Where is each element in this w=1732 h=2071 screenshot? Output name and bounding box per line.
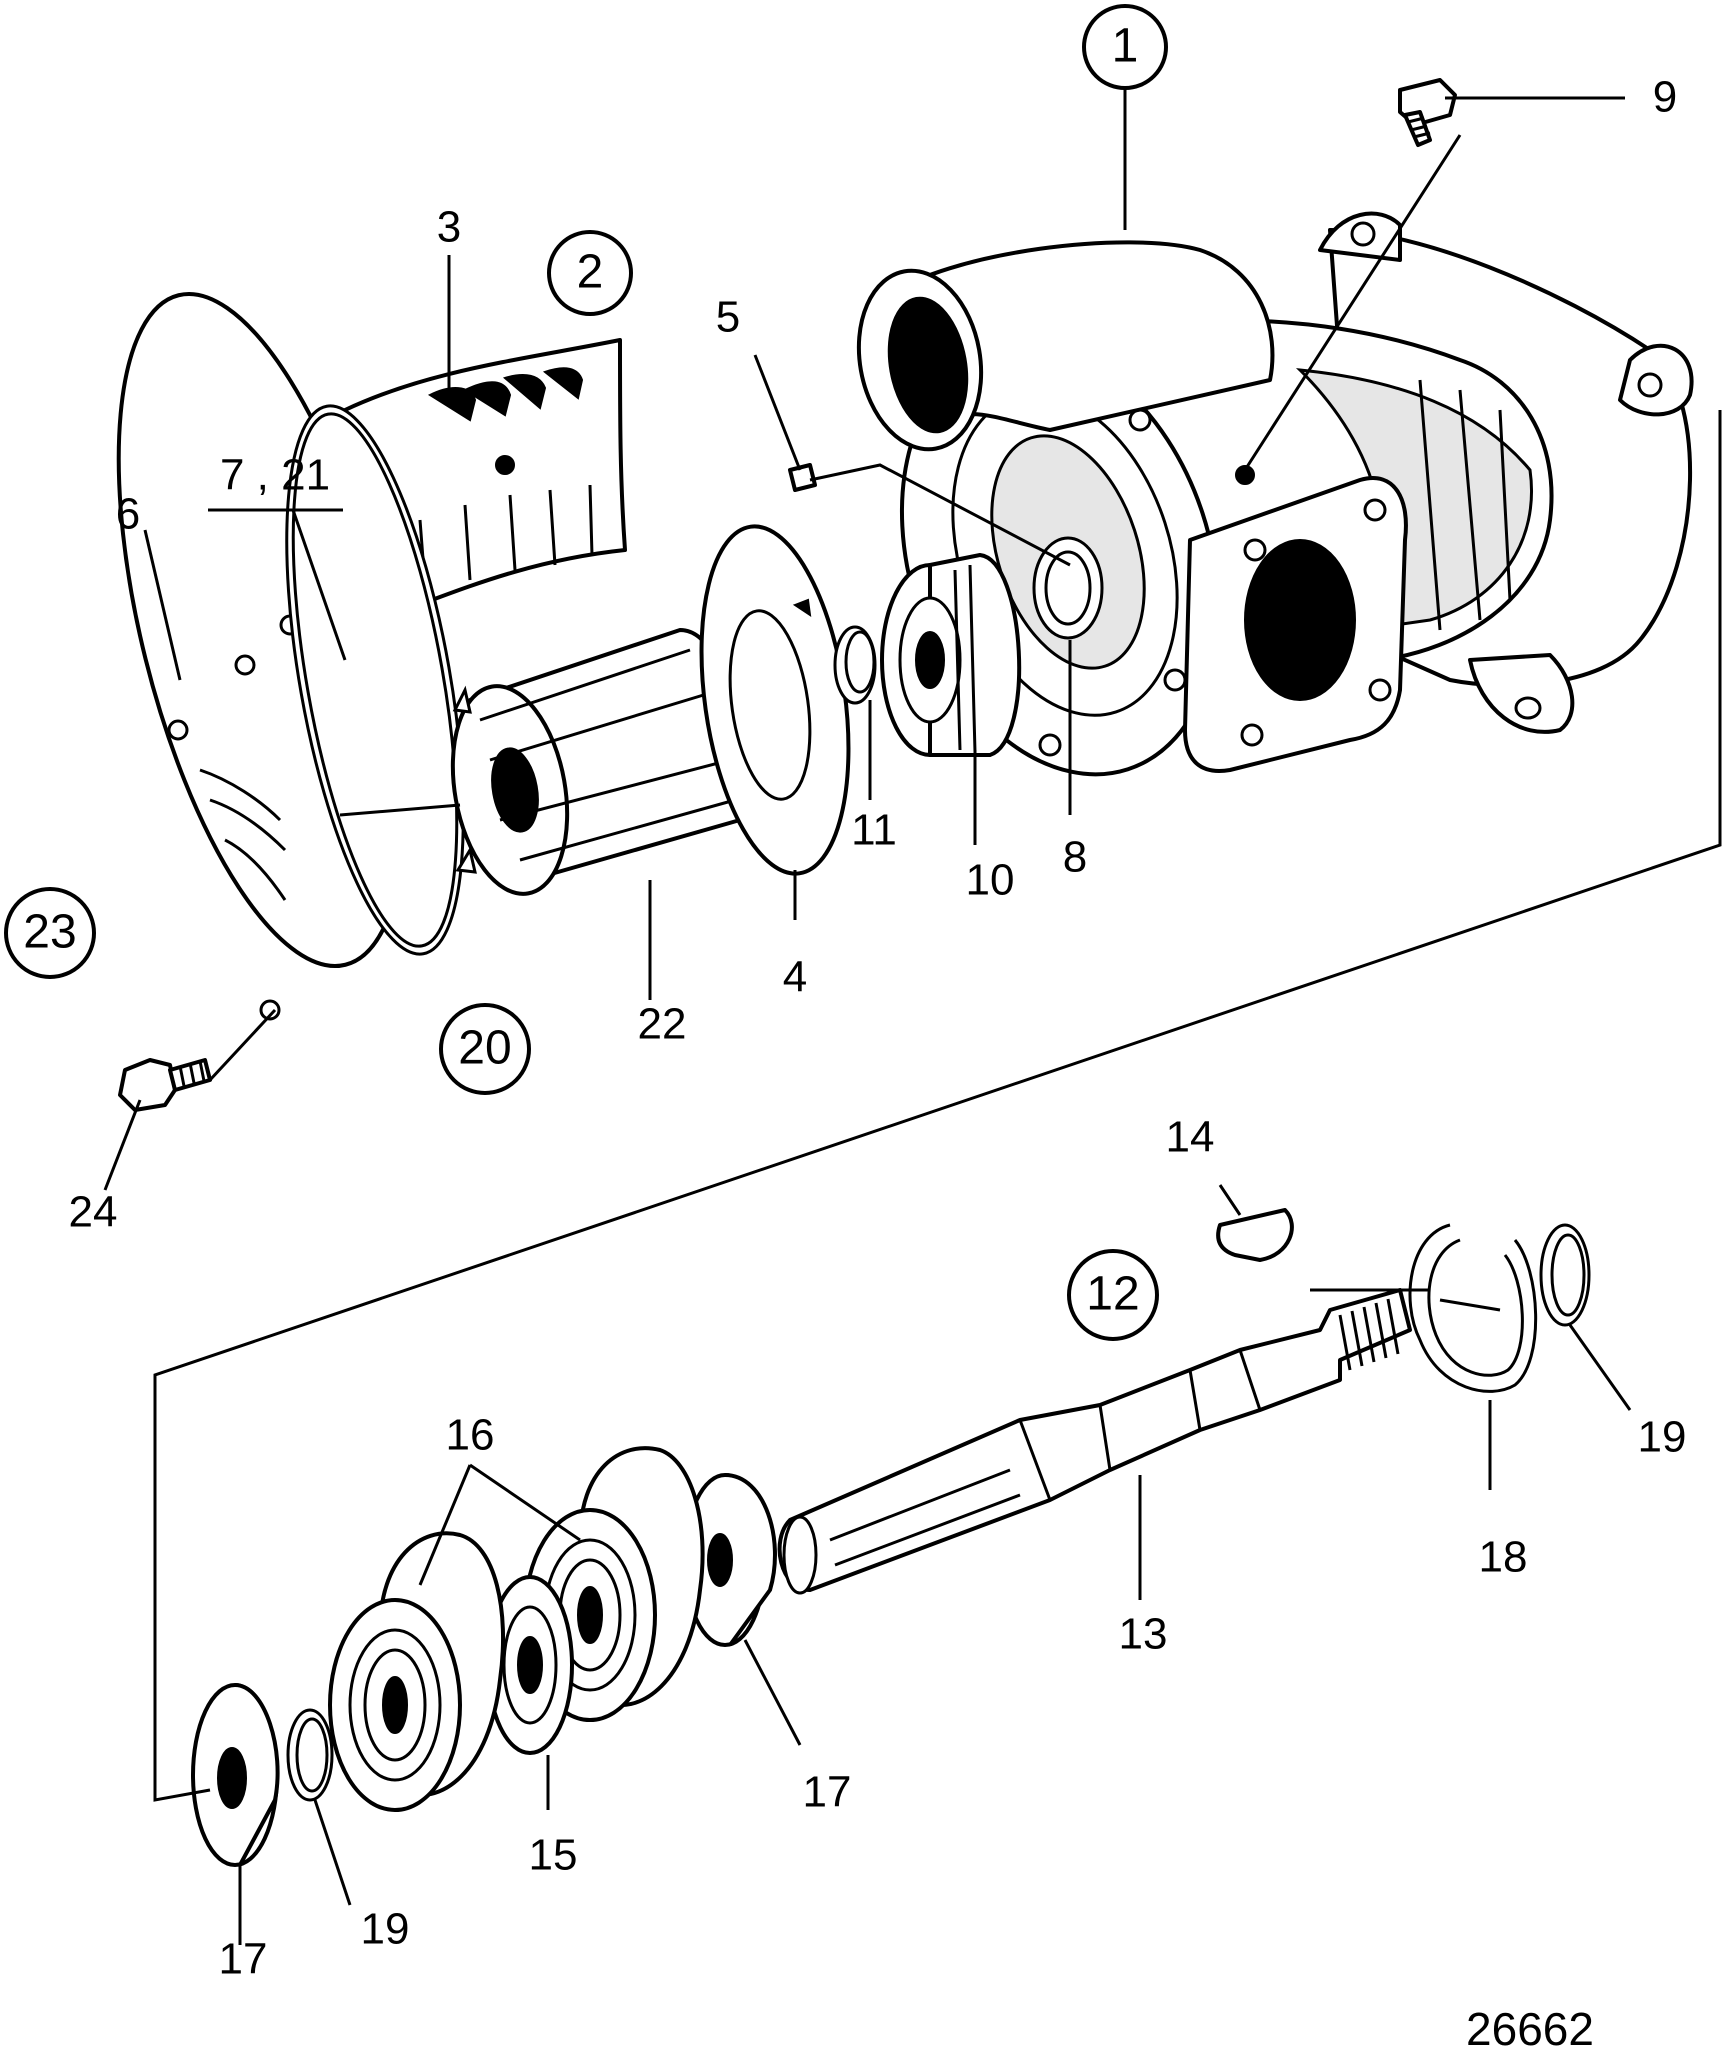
part-label-17-left: 17 xyxy=(219,1935,268,1984)
group-label-1: 1 xyxy=(1082,4,1168,90)
leader-lines xyxy=(103,88,1632,1945)
part-label-18: 18 xyxy=(1479,1533,1528,1582)
part-label-19-left: 19 xyxy=(361,1905,410,1954)
part-label-19-right: 19 xyxy=(1638,1413,1687,1462)
sealing-ring xyxy=(1032,536,1104,640)
seal-ring-left xyxy=(191,1683,280,1867)
impeller xyxy=(450,628,743,896)
cover-screw-top xyxy=(1398,78,1457,147)
circlip-right xyxy=(1539,1223,1591,1327)
dowel-pin xyxy=(788,463,817,492)
drawing-number: 26662 xyxy=(1466,2003,1594,2055)
retaining-ring xyxy=(1408,1223,1538,1393)
part-label-6: 6 xyxy=(116,490,140,539)
cover-screw-bottom xyxy=(118,1058,212,1112)
part-label-17-right: 17 xyxy=(803,1768,852,1817)
group-label-20-text: 20 xyxy=(458,1022,511,1075)
ball-bearing-left xyxy=(328,1531,506,1812)
part-label-13: 13 xyxy=(1119,1610,1168,1659)
wear-plate xyxy=(699,524,851,876)
pump-shaft xyxy=(777,1288,1412,1595)
group-label-20: 20 xyxy=(439,1003,531,1095)
circlip xyxy=(833,625,877,705)
group-label-2-text: 2 xyxy=(577,246,604,299)
woodruff-key xyxy=(1216,1208,1294,1262)
part-label-4: 4 xyxy=(783,953,807,1002)
part-label-16: 16 xyxy=(446,1411,495,1460)
part-label-9: 9 xyxy=(1653,73,1677,122)
part-label-11: 11 xyxy=(851,806,897,855)
part-label-8: 8 xyxy=(1063,833,1087,882)
part-label-14: 14 xyxy=(1166,1113,1215,1162)
shaft-seal xyxy=(880,553,1022,757)
assembly-bracket xyxy=(153,410,1722,1802)
part-label-10: 10 xyxy=(966,856,1015,905)
group-label-1-text: 1 xyxy=(1112,20,1139,73)
part-label-24: 24 xyxy=(69,1188,118,1237)
part-label-22: 22 xyxy=(638,1000,687,1049)
group-label-23: 23 xyxy=(4,887,96,979)
part-label-15: 15 xyxy=(529,1831,578,1880)
circlip-left xyxy=(286,1708,334,1802)
o-ring xyxy=(285,404,465,956)
part-label-5: 5 xyxy=(716,293,740,342)
part-label-7-21: 7 , 21 xyxy=(220,451,330,500)
group-label-12: 12 xyxy=(1067,1249,1159,1341)
group-label-2: 2 xyxy=(547,230,633,316)
group-label-23-text: 23 xyxy=(23,906,76,959)
seal-ring-right xyxy=(683,1473,777,1647)
part-label-3: 3 xyxy=(437,203,461,252)
group-label-12-text: 12 xyxy=(1086,1268,1139,1321)
